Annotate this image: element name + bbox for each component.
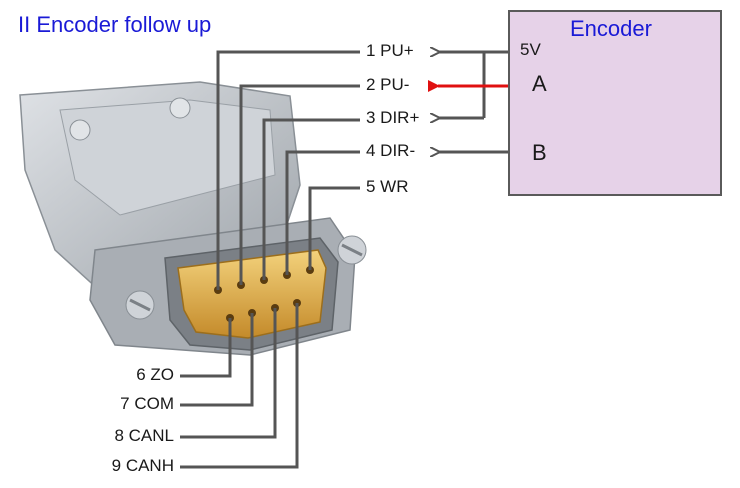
lower-leader-lines (180, 303, 299, 469)
hood-top-face (59, 99, 276, 216)
pin-label-2: 2 PU- (366, 75, 410, 94)
pin-label-1: 1 PU+ (366, 41, 414, 60)
pin-label-7: 7 COM (120, 394, 174, 413)
db9-connector (19, 81, 367, 356)
leader-pin-4 (285, 150, 360, 275)
signal-5v-label: 5V (520, 40, 541, 59)
leader-pin-1 (216, 50, 360, 290)
page-title: II Encoder follow up (18, 12, 212, 37)
pin-label-3: 3 DIR+ (366, 108, 420, 127)
encoder-title: Encoder (570, 16, 652, 41)
pin-label-5: 5 WR (366, 177, 409, 196)
screw-right (337, 235, 367, 265)
encoder-box: Encoder (508, 10, 722, 196)
signal-a-label: A (532, 71, 547, 96)
leader-pin-8 (180, 308, 277, 439)
leader-pin-6 (180, 318, 232, 378)
upper-leader-lines (216, 50, 360, 290)
screw-top (69, 97, 191, 141)
leader-pin-2 (239, 84, 360, 285)
pin-label-6: 6 ZO (136, 365, 174, 384)
leader-pin-9 (180, 303, 299, 469)
pin-label-9: 9 CANH (111, 456, 174, 475)
screw-left (125, 290, 155, 320)
leader-pin-5 (308, 186, 360, 270)
signal-b-label: B (532, 140, 547, 165)
pin-label-8: 8 CANL (114, 426, 174, 445)
leader-pin-3 (262, 118, 360, 280)
pin-label-4: 4 DIR- (366, 141, 416, 160)
leader-pin-7 (180, 313, 254, 407)
